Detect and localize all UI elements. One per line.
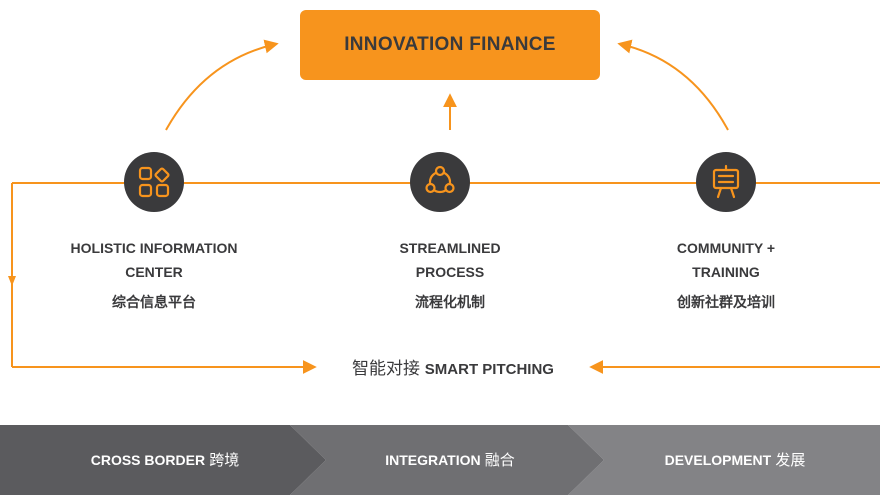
banner-label-development: DEVELOPMENT 发展: [610, 425, 860, 495]
cross-border-cn: 跨境: [209, 452, 240, 469]
right-curve-arrow: [617, 39, 729, 131]
streamlined-process-label: STREAMLINED PROCESS 流程化机制: [340, 236, 560, 314]
community-training-label: COMMUNITY + TRAINING 创新社群及培训: [616, 236, 836, 314]
streamlined-process-node: [410, 152, 470, 212]
banner-segment-1: [0, 425, 326, 495]
left-loop-arrowhead: [8, 276, 16, 286]
holistic-info-label: HOLISTIC INFORMATION CENTER 综合信息平台: [44, 236, 264, 314]
integration-en: INTEGRATION: [385, 452, 481, 468]
community-training-node: [696, 152, 756, 212]
community-training-line1: COMMUNITY +: [676, 240, 776, 256]
streamlined-process-line1: STREAMLINED: [399, 240, 501, 256]
holistic-info-line2: CENTER: [125, 264, 183, 280]
smart-pitching-label: 智能对接 SMART PITCHING: [318, 355, 588, 383]
apps-grid-icon: [138, 166, 170, 198]
community-training-line2: TRAINING: [692, 264, 760, 280]
innovation-finance-box: INNOVATION FINANCE: [300, 10, 600, 80]
integration-cn: 融合: [484, 452, 515, 469]
process-cycle-icon: [425, 165, 455, 194]
streamlined-process-cn: 流程化机制: [415, 294, 485, 310]
holistic-info-node: [124, 152, 184, 212]
cross-border-en: CROSS BORDER: [90, 452, 206, 468]
streamlined-process-line2: PROCESS: [415, 264, 485, 280]
development-cn: 发展: [775, 452, 806, 469]
left-curve-arrow: [165, 39, 279, 131]
community-training-cn: 创新社群及培训: [677, 294, 775, 310]
smart-pitching-cn: 智能对接: [352, 359, 421, 378]
smart-pitching-en: SMART PITCHING: [424, 361, 554, 378]
banner-segment-2: [290, 425, 604, 495]
holistic-info-cn: 综合信息平台: [112, 294, 196, 310]
innovation-finance-label: INNOVATION FINANCE: [344, 34, 556, 55]
chevron-banner: [0, 425, 880, 495]
banner-segment-3: [568, 425, 880, 495]
presentation-board-icon: [712, 164, 740, 199]
holistic-info-line1: HOLISTIC INFORMATION: [70, 240, 238, 256]
banner-label-integration: INTEGRATION 融合: [330, 425, 570, 495]
banner-label-cross-border: CROSS BORDER 跨境: [40, 425, 290, 495]
development-en: DEVELOPMENT: [664, 452, 772, 468]
